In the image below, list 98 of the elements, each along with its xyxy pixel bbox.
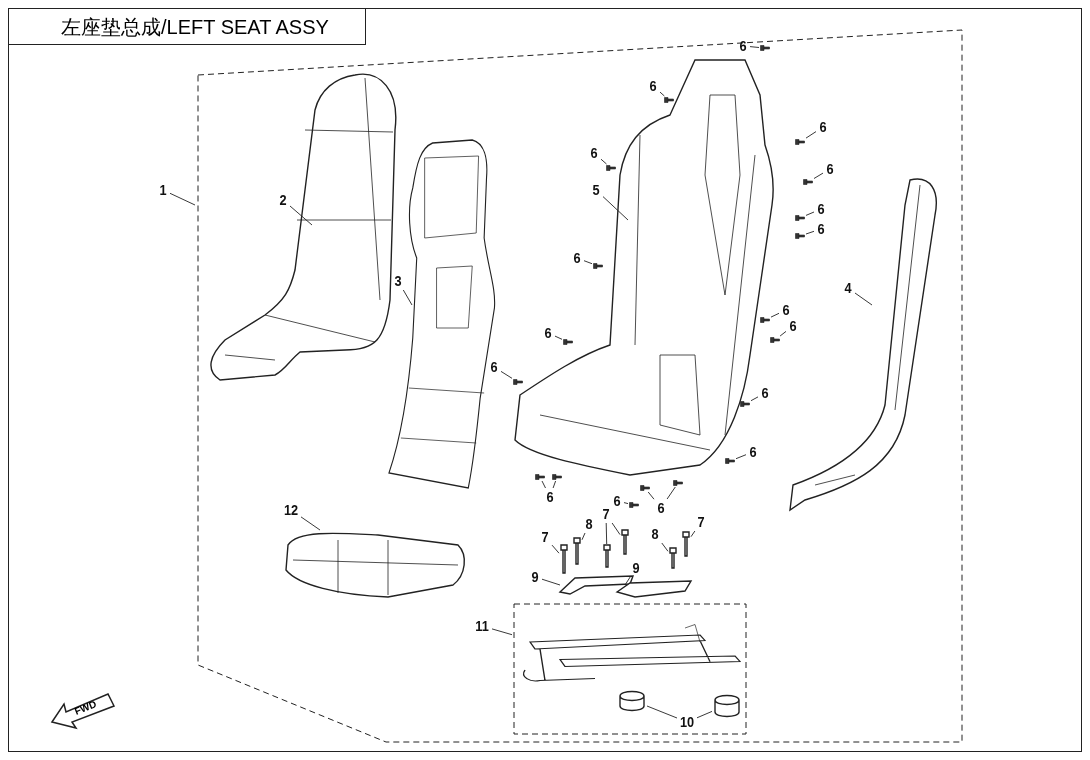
screw-drawing [629, 502, 639, 508]
callout-number: 6 [544, 489, 556, 505]
leader-line [690, 530, 696, 538]
leader-line [854, 292, 873, 306]
callout-number: 7 [695, 514, 707, 530]
callout-number: 6 [747, 444, 759, 460]
leader-line [661, 542, 669, 552]
callout-number: 6 [655, 500, 667, 516]
callout-number: 6 [817, 119, 829, 135]
screw-drawing [760, 45, 770, 51]
screw-drawing [795, 233, 805, 239]
callout-number: 6 [787, 318, 799, 334]
callout-number: 6 [815, 201, 827, 217]
callout-number: 6 [488, 359, 500, 375]
callout-number: 8 [583, 516, 595, 532]
leader-line [300, 516, 321, 531]
callout-number: 6 [588, 145, 600, 161]
callout-number: 6 [737, 38, 749, 54]
screw-drawing [740, 401, 750, 407]
leader-line [554, 335, 563, 340]
leader-line [605, 522, 608, 545]
screw-drawing [770, 337, 780, 343]
callout-number: 9 [529, 569, 541, 585]
leader-line [552, 480, 557, 489]
leader-line [611, 522, 621, 536]
mounting-bracket-drawing [615, 577, 691, 599]
leader-line [749, 46, 760, 48]
screw-drawing [673, 480, 683, 486]
direction-label: FWD [72, 698, 98, 717]
leader-line [169, 192, 196, 206]
screw-drawing [552, 474, 562, 480]
leader-line [551, 544, 560, 554]
callout-number: 6 [759, 385, 771, 401]
leader-line [491, 628, 513, 636]
leader-line [813, 172, 824, 179]
screw-drawing [760, 317, 770, 323]
callout-number: 9 [630, 560, 642, 576]
bolt-drawing [682, 532, 690, 556]
leader-line [402, 289, 413, 306]
callout-number: 3 [392, 273, 404, 289]
screw-drawing [803, 179, 813, 185]
leader-line [583, 260, 593, 265]
callout-number: 11 [474, 618, 490, 634]
leader-line [646, 705, 678, 719]
leader-line [805, 230, 815, 235]
leader-line [735, 454, 747, 460]
callout-number: 6 [611, 493, 623, 509]
bolt-drawing [603, 545, 611, 567]
callout-number: 5 [590, 182, 602, 198]
leader-line [541, 480, 546, 489]
screw-drawing [640, 485, 650, 491]
leader-line [541, 578, 561, 586]
callout-number: 2 [277, 192, 289, 208]
leader-line [696, 710, 713, 719]
bolt-drawing [621, 530, 629, 554]
screw-drawing [513, 379, 523, 385]
leader-line [623, 502, 629, 505]
callout-number: 10 [679, 714, 695, 730]
leader-line [750, 396, 759, 402]
leader-line [289, 205, 313, 226]
leader-line [805, 131, 817, 139]
bolt-drawing [669, 548, 677, 568]
leader-line [779, 330, 787, 337]
bolt-drawing [573, 538, 581, 564]
screw-drawing [606, 165, 616, 171]
screw-drawing [535, 474, 545, 480]
callout-number: 8 [649, 526, 661, 542]
screw-drawing [795, 215, 805, 221]
bolt-drawing [560, 545, 568, 573]
callout-number: 6 [647, 78, 659, 94]
leader-line [647, 491, 655, 500]
leader-line [659, 91, 665, 97]
callout-number: 4 [842, 280, 854, 296]
screw-drawing [664, 97, 674, 103]
callout-number: 1 [157, 182, 169, 198]
rubber-foot-drawing [713, 694, 741, 716]
leader-line [805, 211, 815, 216]
leader-line [500, 370, 513, 379]
leader-line [581, 532, 586, 541]
leader-line [602, 196, 629, 221]
leader-line [600, 158, 607, 165]
callout-number: 6 [571, 250, 583, 266]
screw-drawing [563, 339, 573, 345]
callout-number: 6 [542, 325, 554, 341]
callout-number: 12 [283, 502, 299, 518]
callout-number: 6 [815, 221, 827, 237]
screw-drawing [593, 263, 603, 269]
screw-drawing [795, 139, 805, 145]
leader-line [770, 312, 780, 318]
rubber-foot-drawing [618, 690, 646, 710]
leader-line [624, 576, 631, 586]
leader-line [666, 486, 676, 500]
callout-number: 6 [824, 161, 836, 177]
callout-number: 7 [600, 506, 612, 522]
callout-number: 7 [539, 529, 551, 545]
screw-drawing [725, 458, 735, 464]
title-bar: 左座垫总成/LEFT SEAT ASSY [8, 8, 366, 45]
callout-number: 6 [780, 302, 792, 318]
